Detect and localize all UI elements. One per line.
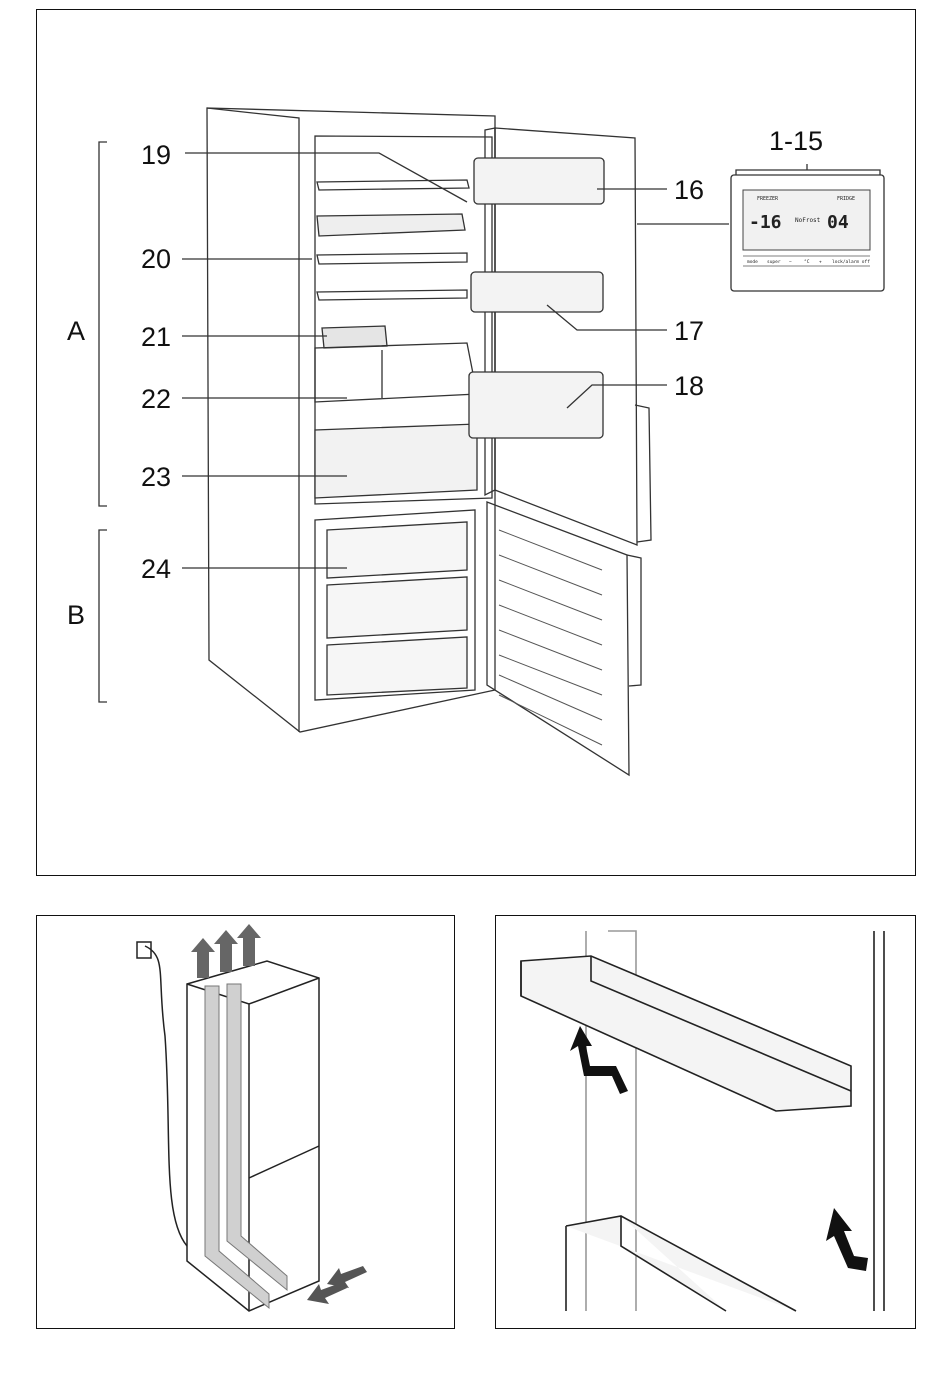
label-20: 20: [141, 244, 171, 274]
wine-rack: [317, 214, 465, 236]
label-18: 18: [674, 371, 704, 401]
leader-19: [185, 153, 467, 202]
power-cord: [145, 946, 187, 1246]
freezer-drawer-1: [327, 522, 467, 578]
control-panel: FREEZER FRIDGE -16 NoFrost 04 mode super…: [731, 175, 884, 291]
freezer-label: FREEZER: [757, 196, 779, 202]
door-shelf-panel: [495, 915, 916, 1329]
door-shelf-18: [469, 372, 603, 438]
door-edge: [874, 931, 884, 1311]
plus-button: +: [819, 260, 822, 265]
freezer-door: [487, 502, 629, 775]
mode-button: mode: [747, 259, 758, 265]
door-shelf-lower: [566, 1216, 796, 1311]
fridge-temp-display: 04: [827, 212, 849, 233]
wall-socket-icon: [137, 942, 151, 958]
label-17: 17: [674, 316, 704, 346]
fridge-label: FRIDGE: [837, 196, 855, 202]
label-19: 19: [141, 140, 171, 170]
door-shelf-drawing: [496, 916, 917, 1330]
lift-arrow-right-icon: [826, 1208, 868, 1271]
door-shelf-17: [471, 272, 603, 312]
freezer-door-handle: [627, 555, 641, 686]
butter-compartment: [322, 326, 387, 348]
label-1-15: 1-15: [769, 126, 823, 156]
ventilation-drawing: [37, 916, 456, 1330]
drawers-22: [315, 343, 477, 402]
mode-display: NoFrost: [795, 217, 821, 224]
zone-b-bracket: [99, 530, 107, 702]
freezer-drawer-3: [327, 637, 467, 695]
super-button: super: [767, 260, 781, 265]
door-shelf-16: [474, 158, 604, 204]
shelf-3: [317, 290, 467, 300]
label-22: 22: [141, 384, 171, 414]
fridge-overview-drawing: FREEZER FRIDGE -16 NoFrost 04 mode super…: [37, 10, 917, 877]
shelf-2: [317, 253, 467, 264]
ventilation-panel: [36, 915, 455, 1329]
label-16: 16: [674, 175, 704, 205]
unit-button: °C: [804, 259, 810, 265]
minus-button: −: [789, 260, 792, 265]
shelf-1: [317, 180, 469, 190]
drawer-23: [315, 424, 477, 498]
lock-alarm-button: lock/alarm off: [832, 259, 870, 265]
freezer-drawer-2: [327, 577, 467, 638]
label-23: 23: [141, 462, 171, 492]
door-shelf-upper: [521, 956, 851, 1111]
label-24: 24: [141, 554, 171, 584]
label-21: 21: [141, 322, 171, 352]
freezer-temp-display: -16: [749, 212, 782, 233]
zone-a-label: A: [67, 316, 85, 346]
zone-a-bracket: [99, 142, 107, 506]
zone-b-label: B: [67, 600, 85, 630]
fridge-overview-panel: FREEZER FRIDGE -16 NoFrost 04 mode super…: [36, 9, 916, 876]
